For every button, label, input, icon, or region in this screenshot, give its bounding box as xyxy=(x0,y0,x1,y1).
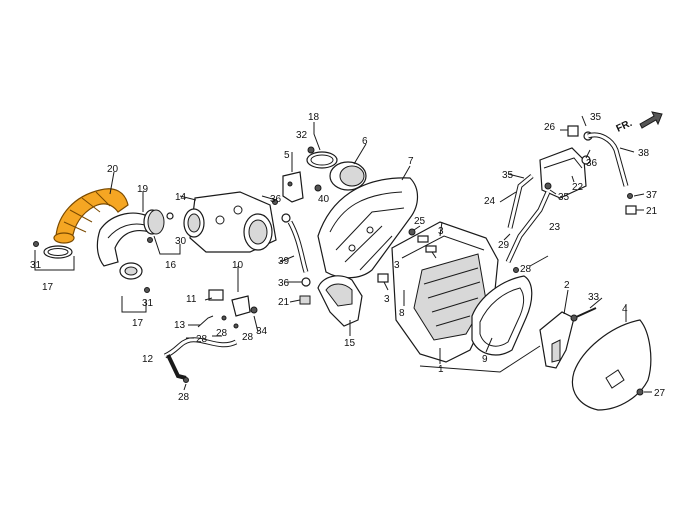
callout-23: 23 xyxy=(549,222,561,233)
sensor-bracket xyxy=(197,289,258,337)
callout-40: 40 xyxy=(318,194,330,205)
callout-36b: 36 xyxy=(278,278,290,289)
callout-28a: 28 xyxy=(196,334,208,345)
callout-36c: 36 xyxy=(586,158,598,169)
callout-15: 15 xyxy=(344,338,356,349)
callout-17a: 17 xyxy=(42,282,54,293)
callout-17b: 17 xyxy=(132,318,144,329)
callout-3a: 3 xyxy=(394,260,400,271)
callout-35c: 35 xyxy=(558,192,570,203)
callout-31a: 31 xyxy=(30,260,42,271)
callout-35b: 35 xyxy=(502,170,514,181)
callout-11: 11 xyxy=(186,294,197,305)
callout-13: 13 xyxy=(174,320,186,331)
callout-38: 38 xyxy=(638,148,650,159)
callout-27: 27 xyxy=(654,388,666,399)
callout-33: 33 xyxy=(588,292,600,303)
duct-cover xyxy=(317,275,363,327)
callout-19: 19 xyxy=(137,184,149,195)
throttle-chamber xyxy=(147,191,278,253)
callout-34: 34 xyxy=(256,326,268,337)
callout-30: 30 xyxy=(175,236,187,247)
callout-7: 7 xyxy=(408,156,414,167)
callout-9: 9 xyxy=(482,354,488,365)
callout-5: 5 xyxy=(284,150,290,161)
callout-8: 8 xyxy=(399,308,405,319)
breather-reservoir xyxy=(505,125,637,273)
callout-24: 24 xyxy=(484,196,496,207)
hose-clamp-left xyxy=(33,241,73,259)
callout-39: 39 xyxy=(278,256,290,267)
callout-6: 6 xyxy=(362,136,368,147)
callout-3b: 3 xyxy=(438,226,444,237)
filter-element-frame xyxy=(471,275,533,356)
callout-36a: 36 xyxy=(270,194,282,205)
callout-10: 10 xyxy=(232,260,244,271)
callout-28d: 28 xyxy=(178,392,190,403)
callout-29: 29 xyxy=(498,240,510,251)
breather-hose xyxy=(163,337,238,383)
callout-28e: 28 xyxy=(520,264,532,275)
callout-4: 4 xyxy=(622,304,628,315)
callout-2: 2 xyxy=(564,280,570,291)
callout-37: 37 xyxy=(646,190,658,201)
callout-16: 16 xyxy=(165,260,177,271)
callout-21b: 21 xyxy=(646,206,658,217)
callout-numbers: 1 2 3 3 3 4 5 6 7 8 9 10 11 12 13 14 15 … xyxy=(30,112,666,403)
callout-1: 1 xyxy=(438,364,444,375)
callout-18: 18 xyxy=(308,112,320,123)
callout-25: 25 xyxy=(414,216,426,227)
callout-20: 20 xyxy=(107,164,119,175)
callout-31b: 31 xyxy=(142,298,154,309)
front-direction-marker: FR. xyxy=(615,111,663,135)
cover-bracket xyxy=(539,311,575,369)
callout-28b: 28 xyxy=(216,328,228,339)
callout-21a: 21 xyxy=(278,297,290,308)
leader-lines xyxy=(34,115,652,393)
callout-35a: 35 xyxy=(590,112,602,123)
callout-22: 22 xyxy=(572,182,584,193)
callout-32: 32 xyxy=(296,130,308,141)
callout-26: 26 xyxy=(544,122,556,133)
callout-14: 14 xyxy=(175,192,187,203)
upper-bracket xyxy=(282,146,367,203)
side-cover xyxy=(571,319,652,411)
air-cleaner-housing xyxy=(317,177,419,279)
mounting-bolt xyxy=(570,307,597,322)
front-label: FR. xyxy=(615,118,634,135)
hose-clamp-bottom xyxy=(119,262,150,293)
callout-12: 12 xyxy=(142,354,154,365)
intake-boot xyxy=(96,209,165,267)
intake-duct-highlighted[interactable] xyxy=(53,188,129,244)
callout-28c: 28 xyxy=(242,332,254,343)
callout-3c: 3 xyxy=(384,294,390,305)
